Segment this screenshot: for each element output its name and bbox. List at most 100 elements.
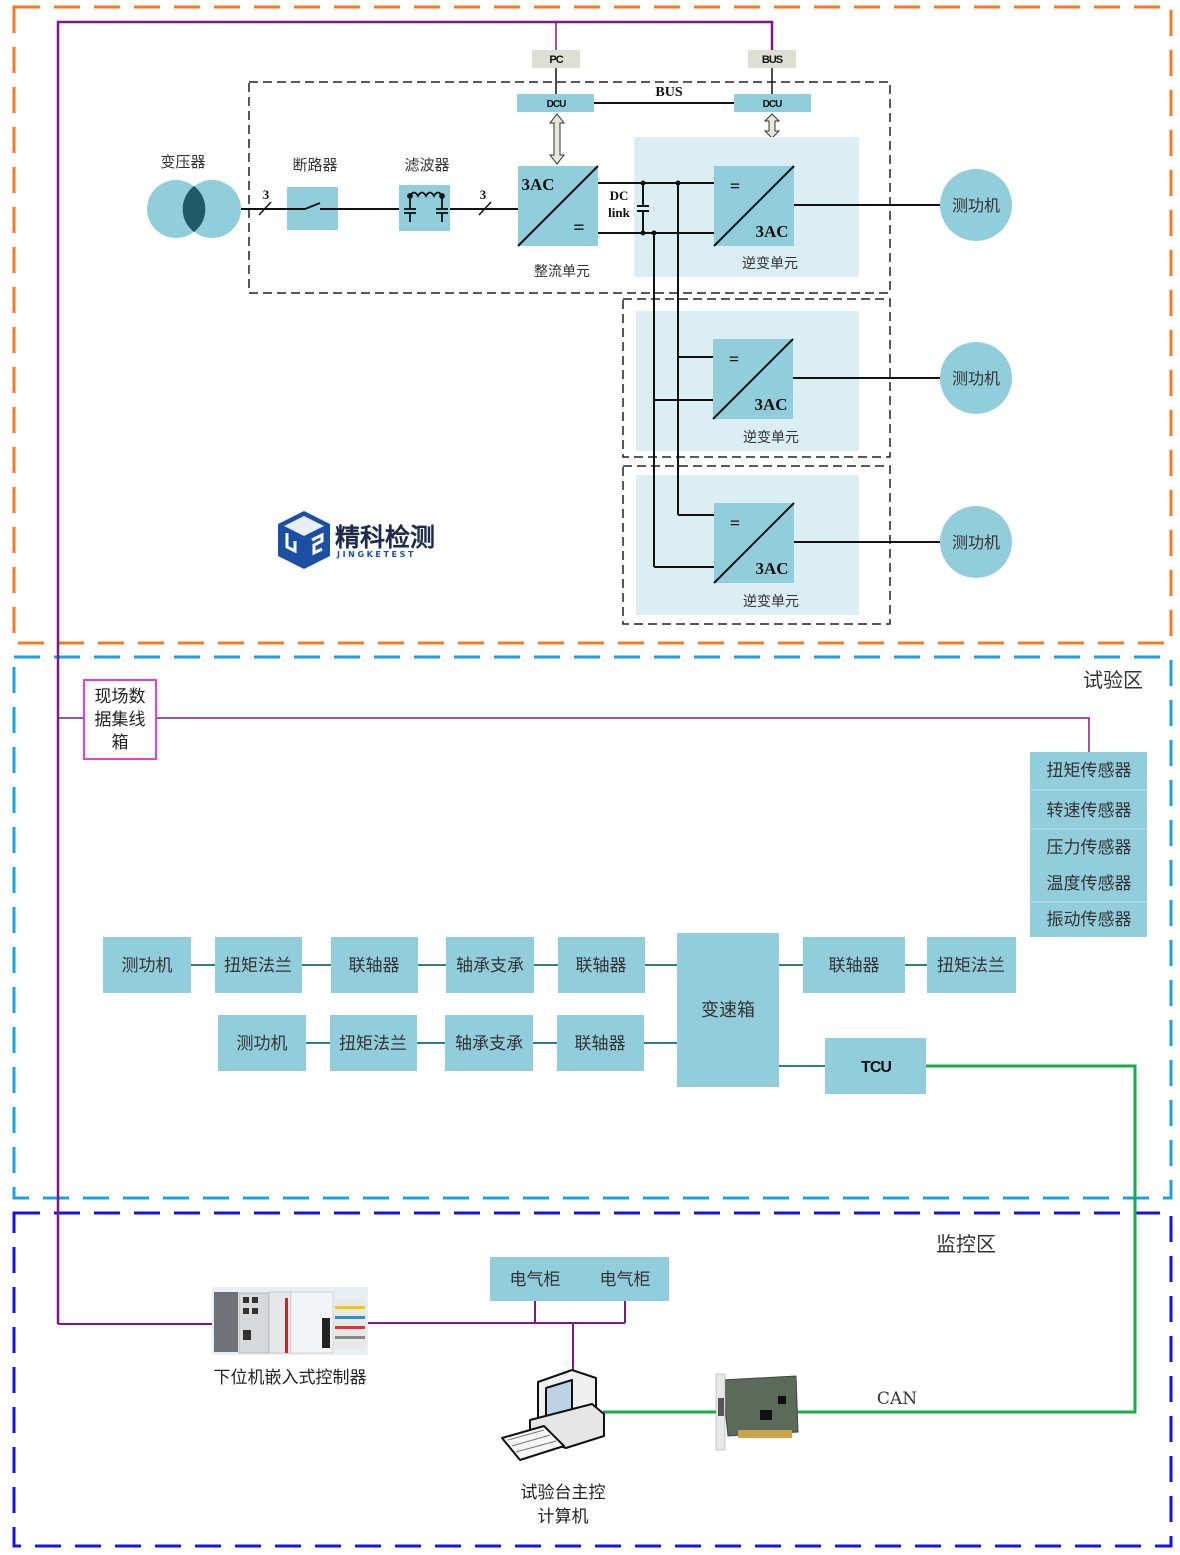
electrical-cabinet-2: 电气柜: [600, 1270, 651, 1290]
right-coupling: 联轴器: [829, 956, 880, 976]
bus-tag-box: [748, 50, 796, 68]
data-collection-line-1: 现场数: [95, 687, 146, 707]
row2-coupling: 联轴器: [575, 1034, 626, 1054]
inverter-2-ac: 3AC: [754, 395, 787, 414]
dc-node: [640, 180, 646, 186]
row1-bearing: 轴承支承: [456, 956, 524, 976]
rectifier-dc-label: =: [573, 217, 584, 239]
pc-tag-box: [532, 50, 580, 68]
row2-dyno-box: [218, 1015, 306, 1071]
sensor-speed: 转速传感器: [1047, 801, 1132, 821]
dc-node: [675, 180, 681, 186]
inverter-1-label: 逆变单元: [742, 256, 798, 272]
inverter-1-dc: =: [730, 176, 740, 196]
inverter-diagonal: [713, 502, 795, 584]
row2-dyno: 测功机: [237, 1034, 288, 1054]
phase-count-2: 3: [480, 187, 487, 202]
inverter-2-dc: =: [729, 349, 739, 369]
terminal-blocks: [334, 1299, 366, 1349]
inverter-1-ac: 3AC: [755, 222, 788, 241]
row1-coupling-1: 联轴器: [349, 956, 400, 976]
row1-coupling-2: 联轴器: [576, 956, 627, 976]
inverter-diagonal: [713, 165, 795, 247]
row1-torque-flange: 扭矩法兰: [224, 956, 292, 976]
dcu-right-label: DCU: [763, 99, 782, 110]
zone-test-border: [12, 655, 1173, 1200]
dc-link-label-2: link: [608, 205, 630, 220]
pc-tag-label: PC: [549, 54, 563, 66]
sensor-torque: 扭矩传感器: [1047, 761, 1132, 781]
signal-line-sensor: [156, 717, 1090, 752]
inverter-cabinet-frame-2: [622, 298, 891, 458]
logo-name: 精科检测: [335, 523, 435, 552]
phase-count-1: 3: [263, 187, 270, 202]
transformer-icon: [147, 180, 241, 238]
computer-label-line-1: 试验台主控: [521, 1483, 606, 1503]
dcu-left-box: [517, 94, 594, 112]
row2-torque-flange-box: [330, 1015, 417, 1071]
double-arrow-icon-right: [763, 113, 781, 139]
data-collection-line-3: 箱: [112, 733, 129, 753]
breaker-switch-icon: [287, 202, 338, 210]
dyno-motor-2-label: 测功机: [952, 369, 1000, 388]
inverter-3-label: 逆变单元: [743, 594, 799, 610]
tcu-label: TCU: [861, 1059, 891, 1076]
double-arrow-icon-left: [548, 113, 566, 165]
dc-node: [640, 230, 646, 236]
can-bus-line: [796, 1064, 1137, 1414]
computer-icon: [501, 1369, 605, 1461]
data-collection-line-2: 据集线: [95, 710, 146, 730]
zone-test-label: 试验区: [1083, 668, 1143, 692]
data-collection-box: [83, 679, 157, 760]
can-interface-card-image: [715, 1373, 799, 1451]
row2-bearing-box: [445, 1015, 533, 1071]
dyno-motor-3-label: 测功机: [952, 533, 1000, 552]
rectifier-diagonal: [517, 165, 599, 247]
sensor-pressure: 压力传感器: [1047, 838, 1132, 858]
zone-monitor-label: 监控区: [936, 1232, 996, 1256]
electrical-cabinet-box: [490, 1257, 669, 1301]
right-coupling-box: [803, 937, 905, 993]
right-torque-flange: 扭矩法兰: [937, 956, 1005, 976]
rectifier-label: 整流单元: [534, 264, 590, 280]
right-torque-flange-box: [927, 937, 1016, 993]
inverter-3-ac: 3AC: [755, 559, 788, 578]
signal-network: [56, 20, 1090, 1378]
zone-monitor-border: [12, 1211, 1173, 1548]
dcu-bus-label: BUS: [655, 85, 682, 100]
zone-power-border: [12, 5, 1173, 645]
sensor-vibration: 振动传感器: [1047, 910, 1132, 930]
row2-torque-flange: 扭矩法兰: [339, 1034, 407, 1054]
dyno-motor-3: [940, 506, 1012, 578]
sensor-temperature: 温度传感器: [1047, 874, 1132, 894]
mechanical-links: [191, 964, 927, 1067]
computer-label-line-2: 计算机: [538, 1507, 589, 1527]
row1-coupling-1-box: [331, 937, 418, 993]
row1-torque-flange-box: [215, 937, 302, 993]
breaker-label: 断路器: [292, 156, 337, 174]
logo-subtitle: JINGKETEST: [336, 550, 416, 559]
tcu-box: [825, 1038, 926, 1094]
row1-dyno-box: [103, 937, 191, 993]
transformer-label: 变压器: [160, 153, 205, 171]
inverter-diagonal: [712, 338, 794, 420]
row1-coupling-2-box: [558, 937, 645, 993]
row2-coupling-box: [557, 1015, 644, 1071]
filter-label: 滤波器: [404, 156, 449, 174]
dc-node: [651, 230, 657, 236]
rectifier-ac-label: 3AC: [521, 175, 554, 194]
sensor-stack-bg: [1030, 752, 1147, 937]
jingketest-logo: 精科检测 JINGKETEST: [278, 511, 435, 569]
signal-line-main: [56, 20, 774, 1324]
embedded-controller-label: 下位机嵌入式控制器: [214, 1368, 367, 1388]
inverter-3-dc: =: [730, 513, 740, 533]
dyno-motor-2: [940, 342, 1012, 414]
dyno-motor-1-label: 测功机: [952, 196, 1000, 215]
dcu-right-box: [734, 94, 811, 112]
inverter-cabinet-frame-3: [622, 465, 891, 625]
can-label: CAN: [877, 1389, 917, 1409]
electrical-cabinet-1: 电气柜: [510, 1270, 561, 1290]
row1-bearing-box: [446, 937, 534, 993]
dyno-motor-1: [940, 169, 1012, 241]
